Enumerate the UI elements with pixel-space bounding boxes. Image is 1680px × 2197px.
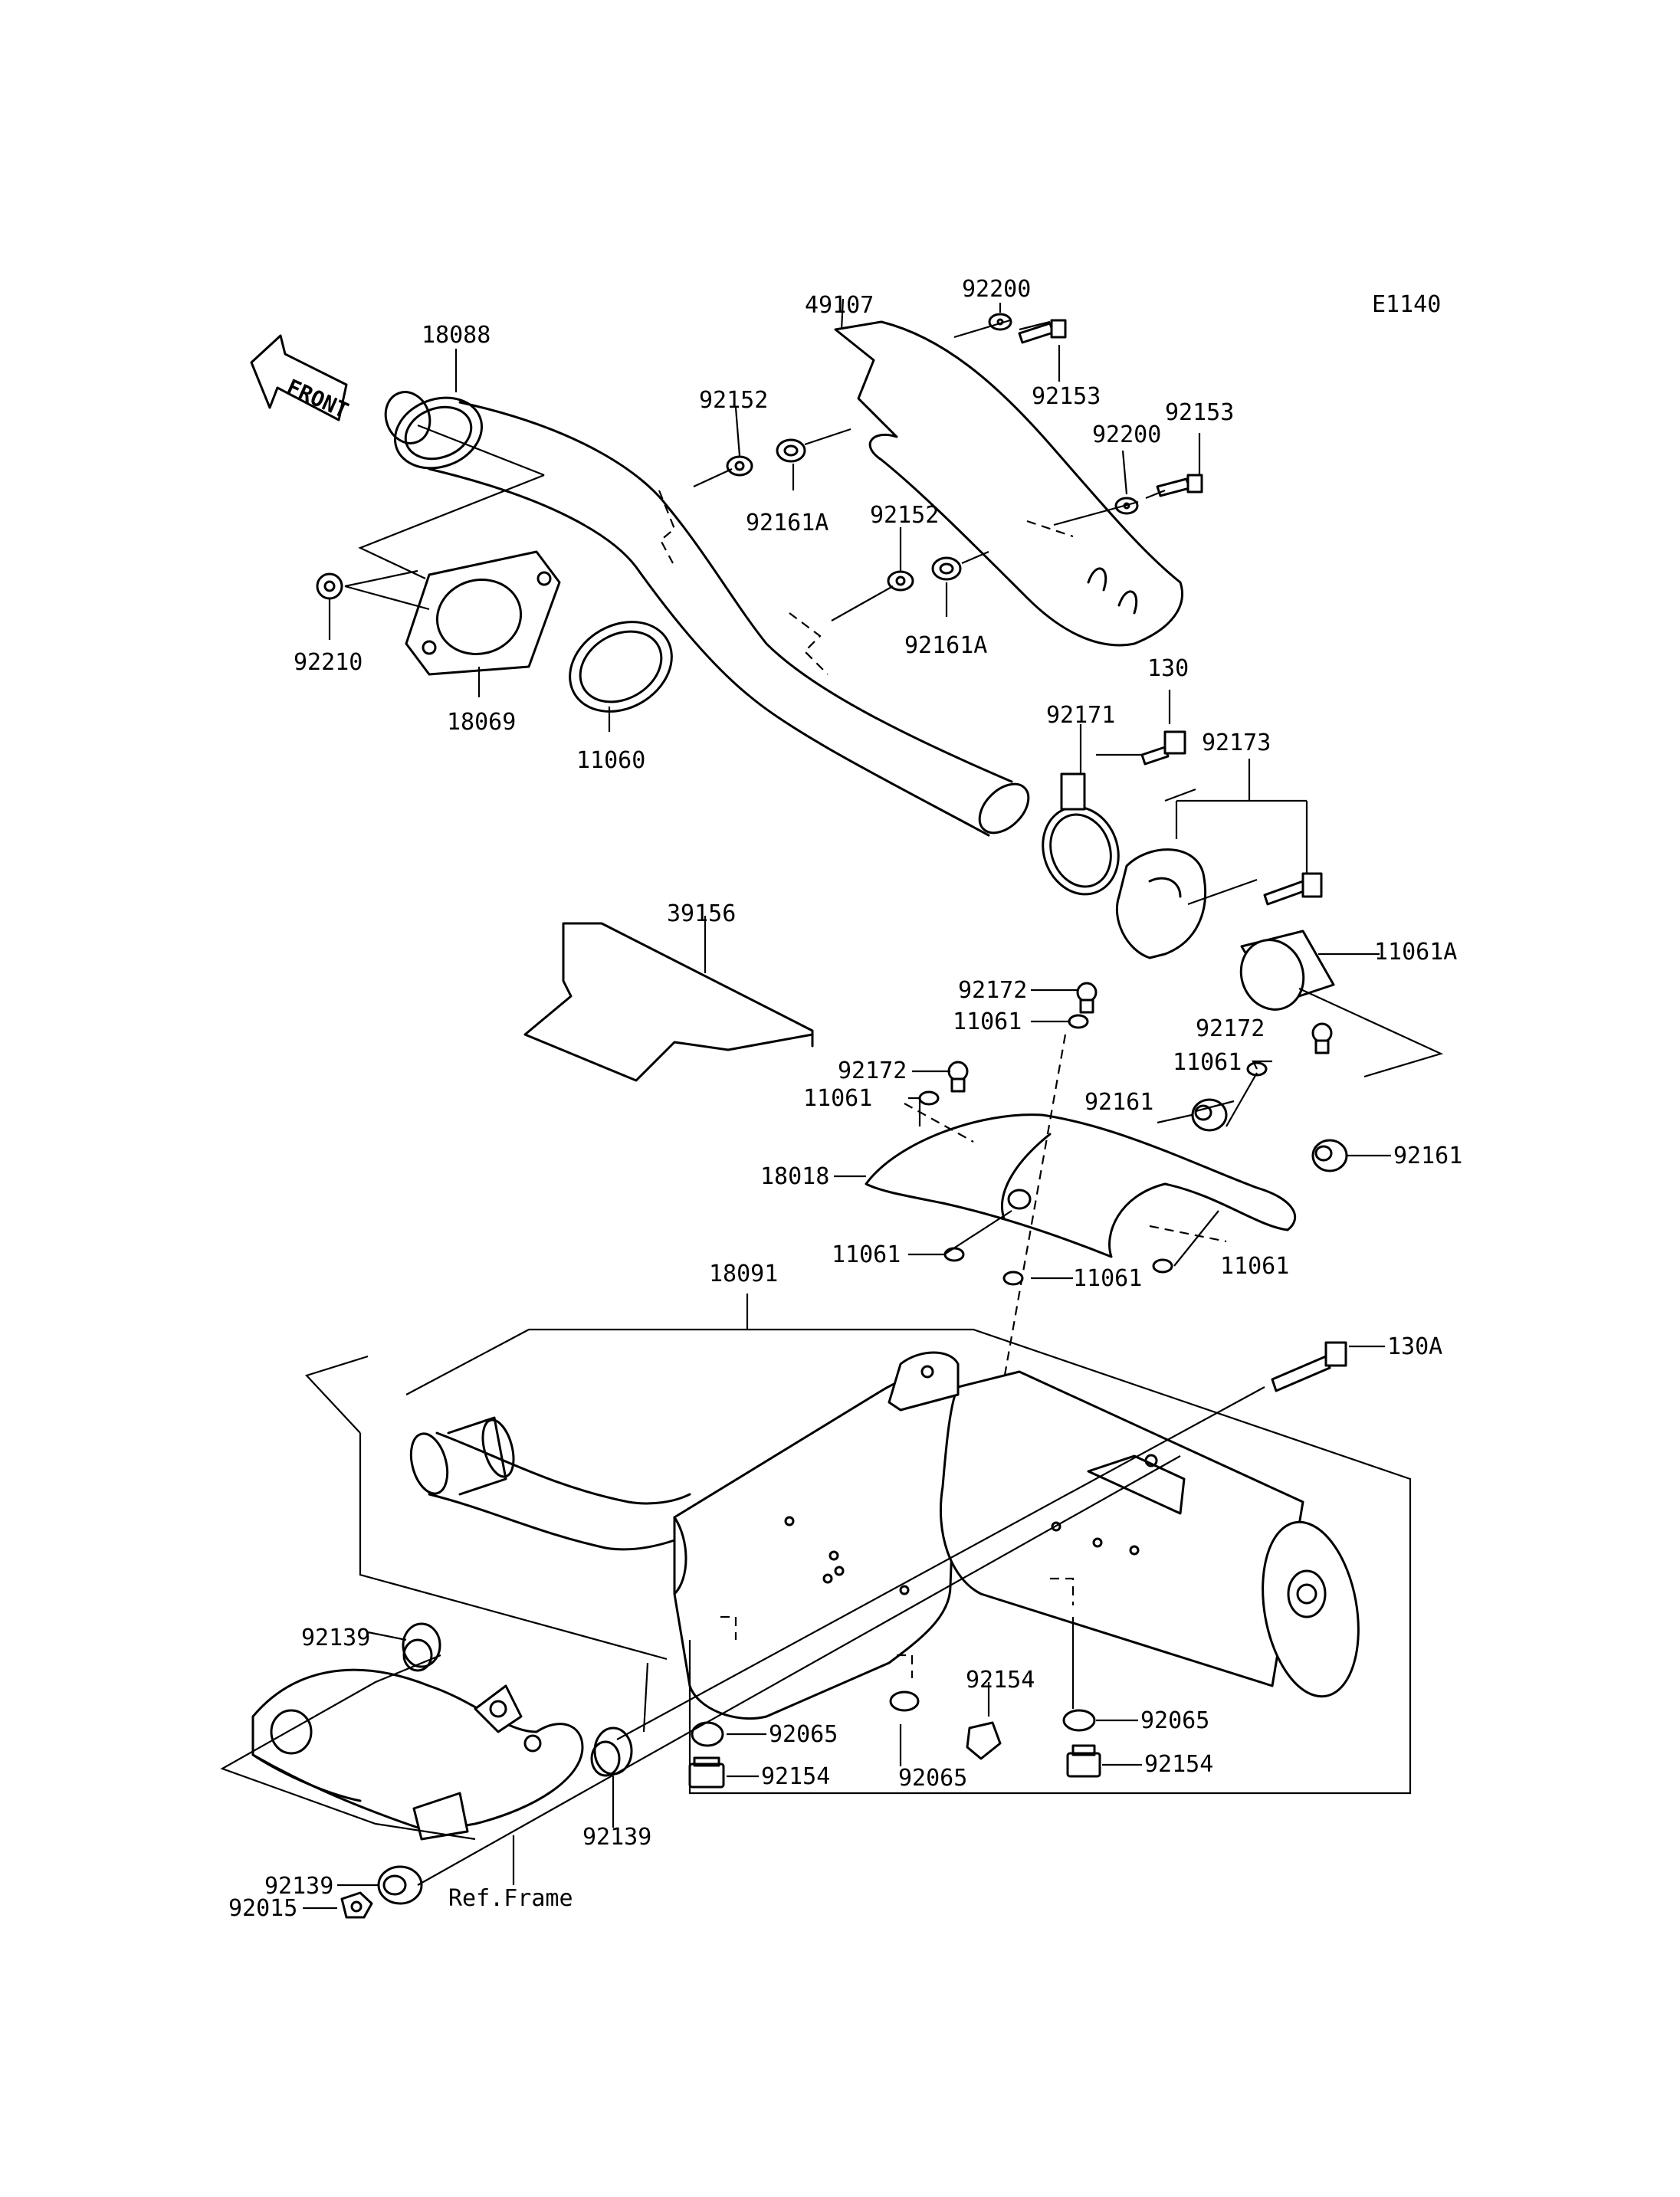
label-11061A: 11061A bbox=[1374, 939, 1457, 966]
damper-92139c bbox=[377, 1865, 423, 1905]
label-49107: 49107 bbox=[805, 292, 874, 319]
screw-92153a bbox=[1018, 319, 1067, 344]
diagram-code: E1140 bbox=[1372, 291, 1441, 318]
plug-92154c bbox=[1066, 1744, 1101, 1778]
label-11061e: 11061 bbox=[1073, 1265, 1142, 1292]
plug-92154b bbox=[966, 1721, 1002, 1760]
pipe-gasket bbox=[569, 621, 673, 713]
label-130: 130 bbox=[1147, 655, 1189, 682]
washer-11061d bbox=[943, 1247, 965, 1262]
label-92172a: 92172 bbox=[958, 977, 1027, 1004]
label-92154c: 92154 bbox=[1144, 1751, 1213, 1778]
label-92139a: 92139 bbox=[301, 1625, 370, 1651]
label-92161Ab: 92161A bbox=[904, 632, 987, 659]
clamp-92171 bbox=[1042, 772, 1120, 896]
part-labels: 18088 49107 92200 92153 92153 92200 9215… bbox=[228, 276, 1462, 1922]
label-92172c: 92172 bbox=[1196, 1015, 1265, 1042]
sleeve-11061A bbox=[1239, 930, 1335, 1011]
label-11060: 11060 bbox=[576, 747, 645, 774]
label-39156: 39156 bbox=[667, 900, 736, 927]
bolt-92172a bbox=[1076, 982, 1098, 1014]
nut-92015 bbox=[340, 1891, 373, 1919]
leader-lines bbox=[220, 298, 1444, 1910]
label-92065c: 92065 bbox=[1140, 1707, 1209, 1734]
label-92210: 92210 bbox=[294, 649, 363, 676]
grommet-92161a bbox=[1191, 1098, 1228, 1132]
label-92161Aa: 92161A bbox=[746, 510, 829, 536]
flange-gasket bbox=[405, 550, 561, 676]
label-11061d: 11061 bbox=[832, 1241, 901, 1268]
label-11061b: 11061 bbox=[1173, 1049, 1242, 1076]
label-92173: 92173 bbox=[1202, 730, 1271, 756]
label-92154a: 92154 bbox=[966, 1667, 1035, 1694]
label-18091: 18091 bbox=[709, 1261, 778, 1287]
label-92065a: 92065 bbox=[769, 1721, 838, 1748]
washer-11061e bbox=[1002, 1271, 1024, 1286]
washer-92065b bbox=[889, 1690, 920, 1712]
label-18088: 18088 bbox=[422, 322, 491, 349]
front-arrow-icon: FRONT bbox=[250, 334, 353, 424]
bolt-130A bbox=[1271, 1341, 1347, 1392]
clamp-92173 bbox=[1115, 848, 1323, 959]
washer-11061a bbox=[1068, 1014, 1089, 1029]
label-92139c: 92139 bbox=[264, 1873, 333, 1900]
heat-shield-18018 bbox=[865, 1113, 1296, 1258]
grommet-92161b bbox=[1311, 1139, 1348, 1172]
washer-92065c bbox=[1062, 1709, 1096, 1732]
label-92161b: 92161 bbox=[1393, 1143, 1462, 1169]
nut-92210 bbox=[316, 572, 343, 600]
bolt-92172c bbox=[1311, 1022, 1333, 1054]
damper-92139b bbox=[590, 1726, 633, 1777]
washer-92065a bbox=[691, 1721, 724, 1747]
label-92152a: 92152 bbox=[699, 387, 768, 414]
damper-92139a bbox=[402, 1622, 441, 1672]
frame-bracket bbox=[251, 1668, 584, 1841]
label-92171: 92171 bbox=[1046, 702, 1115, 729]
label-130A: 130A bbox=[1387, 1333, 1442, 1360]
label-11061a: 11061 bbox=[953, 1008, 1022, 1035]
ref-frame-label: Ref.Frame bbox=[448, 1885, 573, 1912]
label-92161a: 92161 bbox=[1084, 1089, 1153, 1116]
label-92172b: 92172 bbox=[838, 1058, 907, 1084]
collar-92152a bbox=[726, 455, 753, 477]
washer-11061c bbox=[918, 1090, 940, 1106]
label-18018: 18018 bbox=[760, 1163, 829, 1190]
washer-11061f bbox=[1152, 1258, 1173, 1274]
label-92065b: 92065 bbox=[898, 1765, 967, 1792]
screw-92153b bbox=[1156, 474, 1203, 497]
collar-92152b bbox=[887, 570, 914, 592]
bolt-130 bbox=[1140, 730, 1186, 766]
label-11061c: 11061 bbox=[803, 1085, 872, 1112]
label-92139b: 92139 bbox=[582, 1824, 651, 1851]
plug-92154a bbox=[688, 1756, 725, 1789]
grommet-92161Aa bbox=[776, 438, 806, 463]
label-92154b: 92154 bbox=[761, 1763, 830, 1790]
bolt-92172b bbox=[947, 1061, 969, 1093]
insulator-plate-39156 bbox=[523, 922, 814, 1082]
label-92200a: 92200 bbox=[962, 276, 1031, 303]
heat-guard-49107 bbox=[834, 320, 1183, 647]
label-92153b: 92153 bbox=[1165, 399, 1234, 426]
label-92015: 92015 bbox=[228, 1895, 297, 1922]
label-92153a: 92153 bbox=[1032, 383, 1101, 410]
label-92152b: 92152 bbox=[870, 502, 939, 529]
label-11061f: 11061 bbox=[1220, 1253, 1289, 1280]
label-92200b: 92200 bbox=[1092, 421, 1161, 448]
label-18069: 18069 bbox=[447, 709, 516, 736]
grommet-92161Ab bbox=[931, 556, 962, 581]
